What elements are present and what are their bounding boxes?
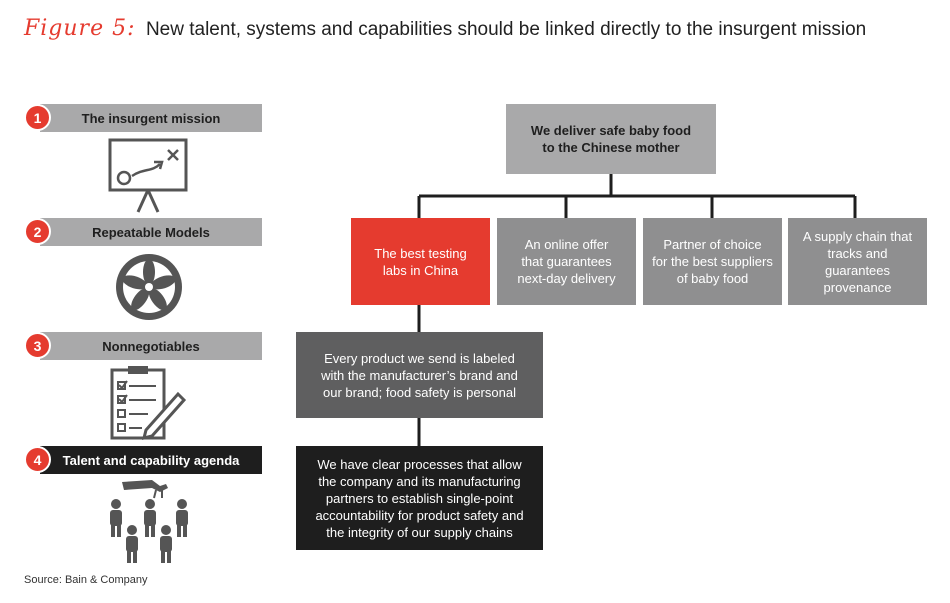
figure-title: Figure 5: New talent, systems and capabi… <box>24 16 866 50</box>
mission-root-text: We deliver safe baby food to the Chinese… <box>530 123 692 155</box>
child-box-supply-chain: A supply chain that tracks and guarantee… <box>788 218 927 305</box>
mission-root-box: We deliver safe baby food to the Chinese… <box>506 104 716 174</box>
step-4-bar: Talent and capability agenda <box>40 446 262 474</box>
repeatable-model-icon <box>114 252 184 327</box>
nonnegotiable-text: Every product we send is labeled with th… <box>321 350 518 400</box>
step-4-number: 4 <box>24 446 51 473</box>
step-1-bar: The insurgent mission <box>40 104 262 132</box>
figure-title-text: New talent, systems and capabilities sho… <box>145 19 867 40</box>
checklist-icon <box>108 364 188 447</box>
child-text-testing-labs: The best testing labs in China <box>374 245 467 278</box>
child-text-supply-chain: A supply chain that tracks and guarantee… <box>802 228 913 295</box>
source-note: Source: Bain & Company <box>24 574 148 586</box>
step-4-label: Talent and capability agenda <box>62 452 240 468</box>
step-3-number: 3 <box>24 332 51 359</box>
child-text-partner-of-choice: Partner of choice for the best suppliers… <box>652 237 773 286</box>
child-box-online-offer: An online offer that guarantees next-day… <box>497 218 636 305</box>
nonnegotiable-box: Every product we send is labeled with th… <box>296 332 543 418</box>
step-1-label: The insurgent mission <box>81 110 221 126</box>
child-box-partner-of-choice: Partner of choice for the best suppliers… <box>643 218 782 305</box>
step-3-label: Nonnegotiables <box>102 338 200 354</box>
step-2-bar: Repeatable Models <box>40 218 262 246</box>
talent-people-icon <box>104 478 196 571</box>
step-2-number: 2 <box>24 218 51 245</box>
step-3-bar: Nonnegotiables <box>40 332 262 360</box>
figure-label: Figure 5: <box>24 16 136 41</box>
child-box-testing-labs: The best testing labs in China <box>351 218 490 305</box>
step-2-label: Repeatable Models <box>92 224 210 240</box>
talent-agenda-box: We have clear processes that allow the c… <box>296 446 543 550</box>
child-text-online-offer: An online offer that guarantees next-day… <box>517 237 616 286</box>
talent-agenda-text: We have clear processes that allow the c… <box>315 456 524 540</box>
step-1-number: 1 <box>24 104 51 131</box>
whiteboard-play-icon <box>108 138 190 219</box>
